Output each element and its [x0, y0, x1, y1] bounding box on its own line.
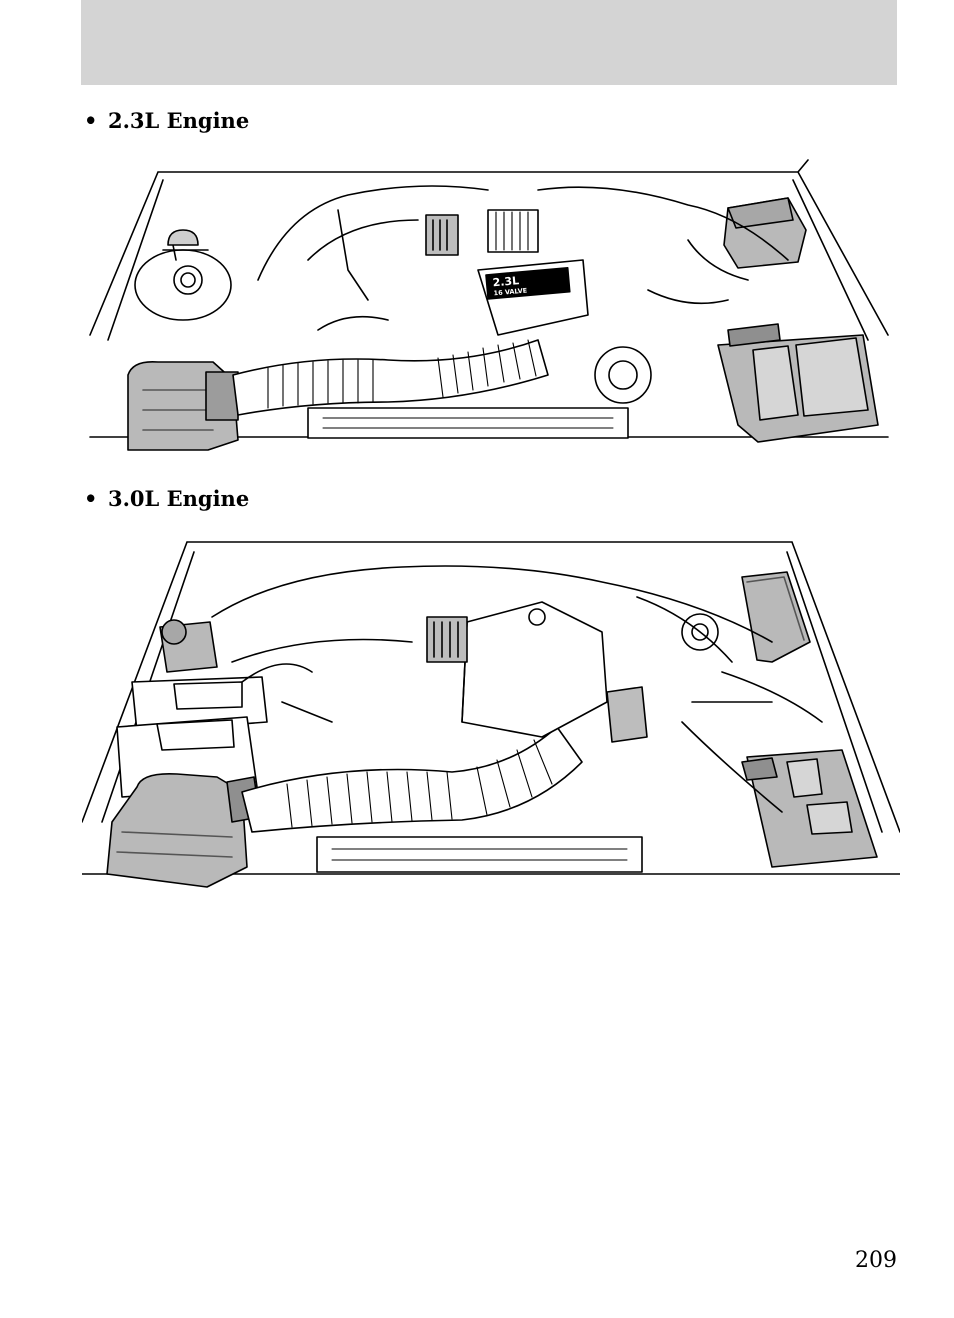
brake-fluid-reservoir	[168, 230, 198, 245]
ignition-coil	[426, 215, 458, 255]
header-band	[81, 0, 897, 85]
engine-3-0l-illustration	[82, 522, 900, 890]
bullet: •	[84, 486, 108, 511]
page-number: 209	[855, 1248, 897, 1273]
ignition-coil	[427, 617, 467, 662]
fuse-box	[742, 572, 810, 662]
engine-cover	[462, 602, 607, 737]
section-heading-3-0l: •3.0L Engine	[84, 486, 249, 511]
engine-2-3l-illustration: 2.3L 16 VALVE	[88, 150, 896, 455]
bullet: •	[84, 108, 108, 133]
heading-text: 3.0L Engine	[108, 486, 249, 511]
heading-text: 2.3L Engine	[108, 108, 249, 133]
section-heading-2-3l: •2.3L Engine	[84, 108, 249, 133]
intake-duct	[233, 340, 548, 415]
